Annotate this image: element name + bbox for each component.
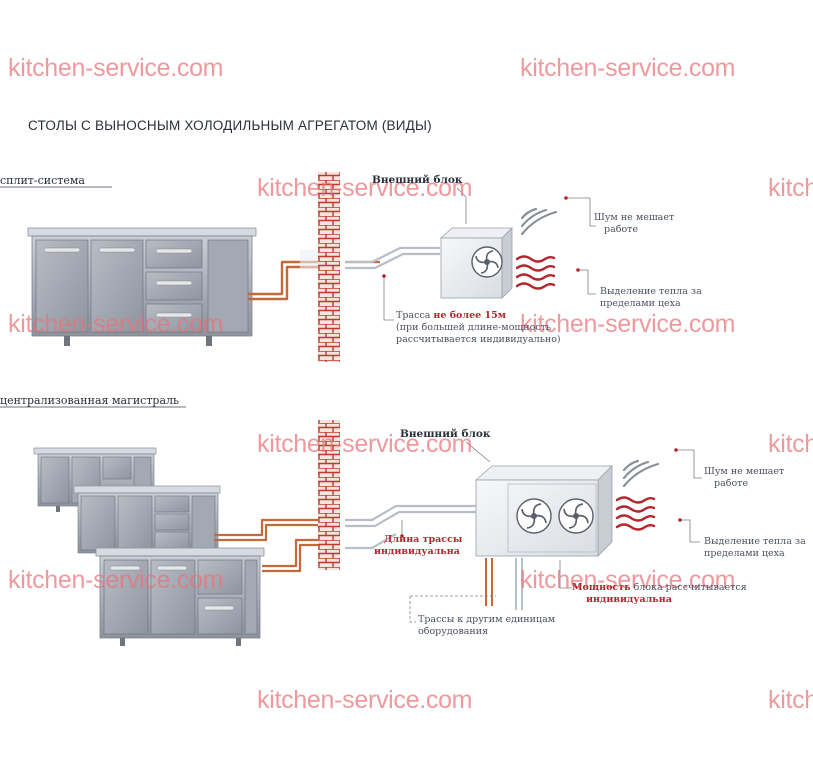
watermark: kitchen-service.com bbox=[257, 686, 473, 714]
route-label: Трасса не более 15м (при большей длине-м… bbox=[396, 310, 561, 345]
power-label: Мощность блока рассчитывается индивидуал… bbox=[572, 582, 747, 605]
wall-central bbox=[318, 420, 340, 570]
central-pipes bbox=[214, 504, 523, 610]
external-unit-label: Внешний блок bbox=[400, 428, 491, 440]
central-table-front bbox=[95, 547, 265, 646]
section-label-split: сплит-система bbox=[0, 174, 85, 187]
watermark: kitchen-service.com bbox=[520, 54, 736, 82]
central-heat-waves bbox=[615, 496, 656, 531]
split-external-unit bbox=[439, 227, 513, 299]
split-callouts bbox=[383, 187, 596, 321]
section-label-central: централизованная магистраль bbox=[0, 394, 179, 407]
watermark: kitchen-service.com bbox=[257, 430, 473, 458]
page-title: СТОЛЫ С ВЫНОСНЫМ ХОЛОДИЛЬНЫМ АГРЕГАТОМ (… bbox=[28, 118, 432, 133]
watermark: kitchen-service.com bbox=[8, 566, 224, 594]
watermark: kitch bbox=[768, 686, 813, 714]
watermark: kitchen-service.com bbox=[520, 566, 736, 594]
watermark: kitchen-service.com bbox=[8, 310, 224, 338]
heat-label: Выделение тепла за пределами цеха bbox=[704, 536, 806, 559]
other-traces-label: Трассы к другим единицам оборудования bbox=[418, 614, 556, 637]
trace-length-label: Длина трассы индивидуальна bbox=[374, 534, 463, 557]
central-table-middle bbox=[73, 485, 221, 554]
wall-split bbox=[318, 172, 340, 362]
watermark: kitchen-service.com bbox=[8, 54, 224, 82]
central-external-unit bbox=[474, 465, 613, 557]
noise-label: Шум не мешает работе bbox=[594, 212, 675, 235]
heat-label: Выделение тепла за пределами цеха bbox=[600, 286, 702, 309]
watermark: kitchen-service.com bbox=[520, 310, 736, 338]
watermark: kitch bbox=[768, 430, 813, 458]
external-unit-label: Внешний блок bbox=[372, 174, 463, 186]
watermark: kitch bbox=[768, 174, 813, 202]
split-table bbox=[27, 227, 257, 346]
split-noise-waves bbox=[520, 207, 558, 236]
central-callouts bbox=[401, 441, 702, 589]
watermark: kitchen-service.com bbox=[257, 174, 473, 202]
split-heat-waves bbox=[515, 255, 556, 290]
noise-label: Шум не мешает работе bbox=[704, 466, 785, 489]
central-noise-waves bbox=[622, 459, 660, 488]
split-pipes bbox=[248, 246, 440, 301]
